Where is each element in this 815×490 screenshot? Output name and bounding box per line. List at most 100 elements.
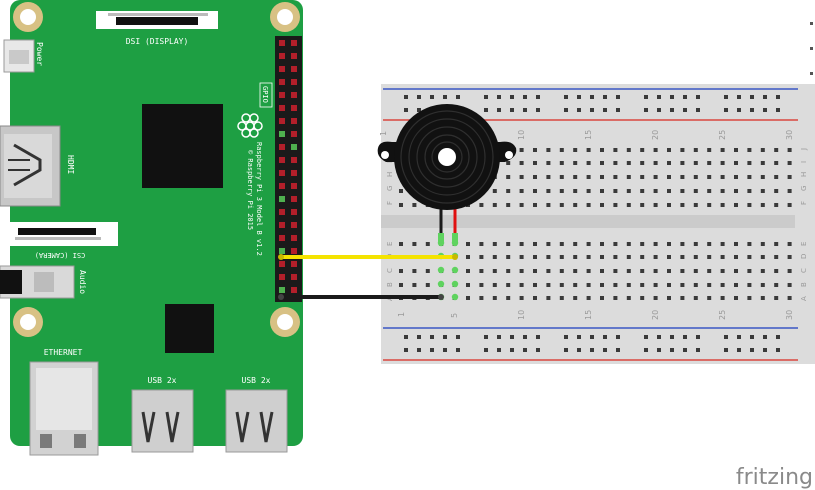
terminal-hole (774, 242, 779, 246)
rail-hole (456, 95, 460, 99)
dsi-label: DSI (DISPLAY) (126, 37, 189, 46)
terminal-hole (653, 175, 658, 179)
terminal-hole (546, 283, 551, 287)
terminal-hole (653, 296, 658, 300)
terminal-hole (559, 148, 564, 152)
rail-hole (644, 335, 648, 339)
terminal-hole (774, 189, 779, 193)
rail-hole (404, 348, 408, 352)
terminal-hole (693, 175, 698, 179)
gpio-pin (279, 287, 285, 293)
terminal-hole (734, 242, 738, 246)
terminal-hole (787, 189, 792, 193)
terminal-hole (573, 269, 578, 273)
terminal-hole (559, 203, 564, 207)
terminal-hole (466, 283, 470, 287)
terminal-hole (680, 269, 685, 273)
hdmi-label: HDMI (66, 155, 75, 174)
terminal-hole (734, 175, 738, 179)
audio-label: Audio (78, 270, 87, 294)
terminal-hole (760, 269, 765, 273)
rail-hole (497, 335, 501, 339)
rail-hole (670, 108, 674, 112)
terminal-hole (506, 161, 511, 165)
terminal-hole (653, 203, 658, 207)
row-letter: C (386, 268, 394, 273)
rail-hole (523, 335, 527, 339)
gpio-pin (279, 66, 285, 72)
terminal-hole (626, 269, 631, 273)
terminal-hole (774, 148, 779, 152)
terminal-hole (492, 242, 497, 246)
terminal-hole (492, 296, 497, 300)
terminal-hole (760, 255, 765, 259)
csi-connector: CSI (CAMERA) (10, 222, 118, 259)
terminal-hole (399, 242, 403, 246)
terminal-hole (667, 242, 671, 246)
terminal-hole (667, 161, 671, 165)
rail-hole (696, 335, 700, 339)
rail-hole (417, 108, 421, 112)
terminal-hole (734, 161, 738, 165)
terminal-hole (760, 203, 765, 207)
ethernet-label: ETHERNET (44, 348, 83, 357)
terminal-hole (720, 255, 725, 259)
terminal-hole (720, 283, 725, 287)
terminal-hole (479, 203, 484, 207)
terminal-hole (425, 269, 430, 273)
terminal-hole (774, 175, 779, 179)
terminal-hole (760, 148, 765, 152)
hdmi-connector: HDMI (0, 125, 75, 207)
terminal-hole (586, 161, 591, 165)
terminal-hole (680, 283, 685, 287)
column-number: 10 (517, 130, 526, 140)
power-connector: Power (3, 39, 44, 73)
rail-hole (484, 348, 488, 352)
rail-hole (724, 108, 728, 112)
gpio-pin (291, 118, 297, 124)
terminal-hole (533, 283, 537, 287)
rail-hole (737, 108, 741, 112)
terminal-hole (425, 242, 430, 246)
terminal-hole (492, 203, 497, 207)
terminal-hole (667, 189, 671, 193)
terminal-hole (693, 242, 698, 246)
rail-hole (577, 95, 581, 99)
terminal-hole (640, 269, 645, 273)
terminal-hole (760, 161, 765, 165)
terminal-hole (720, 269, 725, 273)
gpio-pin (291, 209, 297, 215)
rail-hole (497, 108, 501, 112)
terminal-hole (600, 242, 604, 246)
row-letter: E (386, 242, 394, 246)
rail-hole (536, 335, 540, 339)
terminal-hole (680, 255, 685, 259)
rail-hole (644, 95, 648, 99)
terminal-hole (667, 269, 671, 273)
column-number: 5 (450, 313, 459, 318)
terminal-hole (667, 148, 671, 152)
terminal-hole (533, 203, 537, 207)
rail-hole (417, 95, 421, 99)
rail-hole (590, 108, 594, 112)
terminal-hole (466, 296, 470, 300)
terminal-hole (466, 269, 470, 273)
terminal-hole (399, 283, 403, 287)
terminal-hole (466, 242, 470, 246)
terminal-hole (653, 283, 658, 287)
terminal-hole (506, 269, 511, 273)
rail-hole (683, 95, 687, 99)
terminal-hole (559, 175, 564, 179)
gpio-pin (279, 261, 285, 267)
rail-hole (577, 348, 581, 352)
rail-hole (443, 348, 447, 352)
terminal-hole (747, 296, 752, 300)
terminal-hole (613, 296, 618, 300)
gpio-pin (279, 53, 285, 59)
gpio-pin (279, 131, 285, 137)
rail-hole (763, 335, 767, 339)
rail-hole (536, 108, 540, 112)
rail-hole (417, 348, 421, 352)
usb-controller-chip (165, 304, 214, 353)
row-letter: G (800, 186, 808, 191)
